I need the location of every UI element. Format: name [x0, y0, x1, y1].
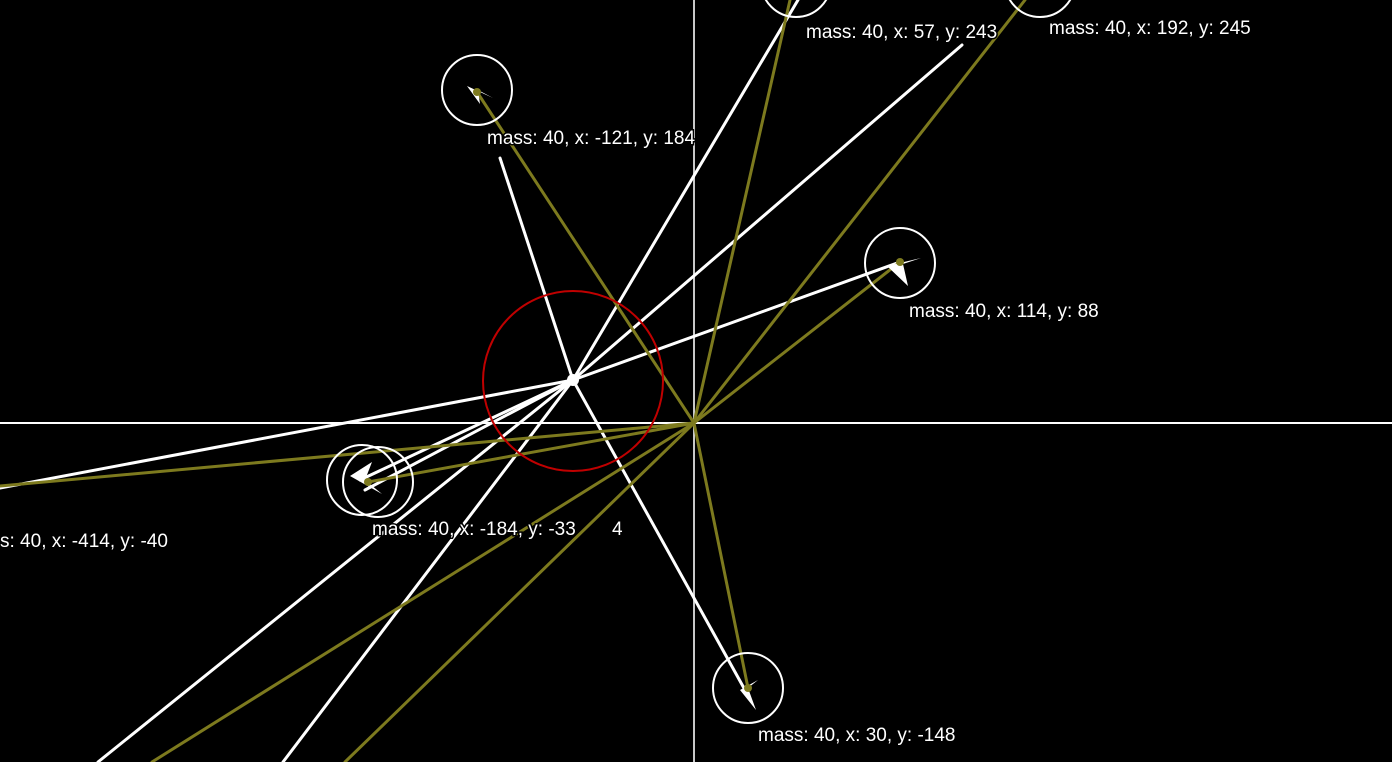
body-label-p3: mass: 40, x: -121, y: 184: [487, 128, 695, 149]
body-p1[interactable]: [761, 0, 831, 18]
body-label-p4: mass: 40, x: 114, y: 88: [909, 301, 1099, 322]
body-p7[interactable]: [712, 652, 784, 724]
overlap-label-fragment: 4: [612, 519, 623, 540]
body-label-p2: mass: 40, x: 192, y: 245: [1049, 18, 1251, 39]
arrow-marker-icon: [350, 462, 382, 494]
center-of-mass-dot: [567, 374, 579, 386]
body-label-p5: s: 40, x: -414, y: -40: [0, 531, 168, 552]
body-p6[interactable]: [326, 444, 414, 518]
selection-ring: [482, 290, 664, 472]
body-label-p6: mass: 40, x: -184, y: -33: [372, 519, 576, 540]
body-p3[interactable]: [441, 54, 513, 126]
body-label-p1: mass: 40, x: 57, y: 243: [806, 22, 997, 43]
body-label-p7: mass: 40, x: 30, y: -148: [758, 725, 955, 746]
force-lines: [0, 0, 964, 762]
centroid-lines: [0, 0, 1027, 762]
arrow-marker-icon: [887, 258, 921, 286]
body-p2[interactable]: [1005, 0, 1075, 18]
body-p4[interactable]: [864, 227, 936, 299]
